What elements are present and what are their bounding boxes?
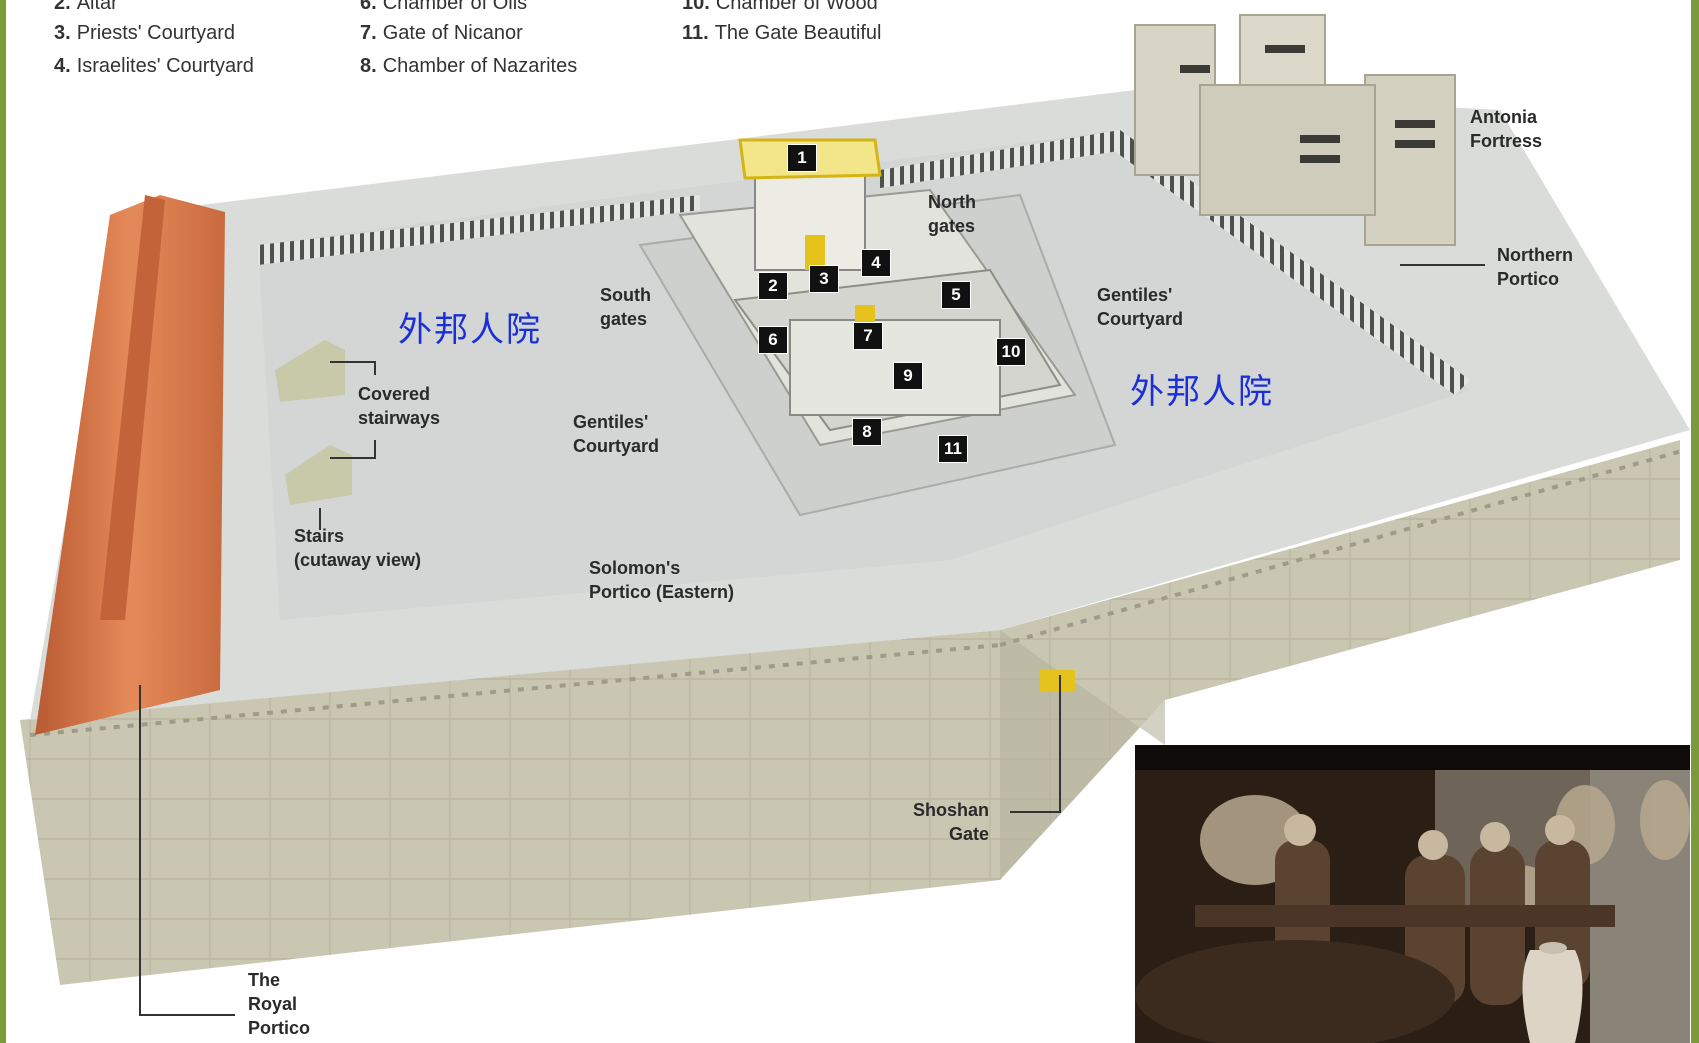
marker-11: 11 (938, 435, 968, 463)
marker-1: 1 (787, 144, 817, 172)
royal-portico-ridge (100, 195, 165, 620)
covered-stairway-upper (275, 340, 345, 402)
label-gentiles-courtyard-right: Gentiles'Courtyard (1097, 285, 1184, 329)
legend-item-chamber-of-nazarites: 8.Chamber of Nazarites (360, 55, 578, 77)
marker-6: 6 (758, 326, 788, 354)
wall-shadow (1000, 630, 1165, 880)
marker-4: 4 (861, 249, 891, 277)
label-stairs-cutaway: Stairs(cutaway view) (294, 526, 422, 570)
legend-item-chamber-of-oils: 6.Chamber of Oils (360, 0, 528, 14)
chinese-label-right: 外邦人院 (1130, 372, 1274, 412)
label-gentiles-courtyard-left: Gentiles'Courtyard (573, 412, 660, 456)
shoshan-gate-gold (1040, 670, 1075, 692)
legend-item-altar: 2.Altar (54, 0, 118, 14)
leader-lines (139, 264, 1485, 1016)
covered-stairway-lower (285, 445, 352, 505)
chinese-label-left: 外邦人院 (398, 310, 542, 350)
legend-item-chamber-of-wood: 10.Chamber of Wood (682, 0, 878, 14)
front-crenellations (29, 448, 1686, 737)
market-scene-photo (1135, 745, 1690, 1043)
sanctuary-door (805, 235, 825, 270)
north-colonnade (258, 195, 700, 265)
north-colonnade-right (880, 130, 1125, 188)
legend-item-israelites-courtyard: 4.Israelites' Courtyard (54, 55, 254, 77)
south-wall-front (20, 630, 1000, 985)
legend-item-gate-beautiful: 11.The Gate Beautiful (682, 22, 882, 44)
nicanor-gate-gold (855, 305, 875, 325)
legend-item-priests-courtyard: 3.Priests' Courtyard (54, 22, 235, 44)
left-frame-border (0, 0, 6, 1043)
marker-8: 8 (852, 418, 882, 446)
marker-3: 3 (809, 265, 839, 293)
marker-5: 5 (941, 281, 971, 309)
antonia-fortress (1134, 14, 1456, 246)
marker-2: 2 (758, 272, 788, 300)
marker-9: 9 (893, 362, 923, 390)
east-wall-front (1000, 440, 1680, 880)
marker-10: 10 (996, 338, 1026, 366)
right-frame-border (1691, 0, 1699, 1043)
marker-7: 7 (853, 322, 883, 350)
legend-item-gate-of-nicanor: 7.Gate of Nicanor (360, 22, 523, 44)
